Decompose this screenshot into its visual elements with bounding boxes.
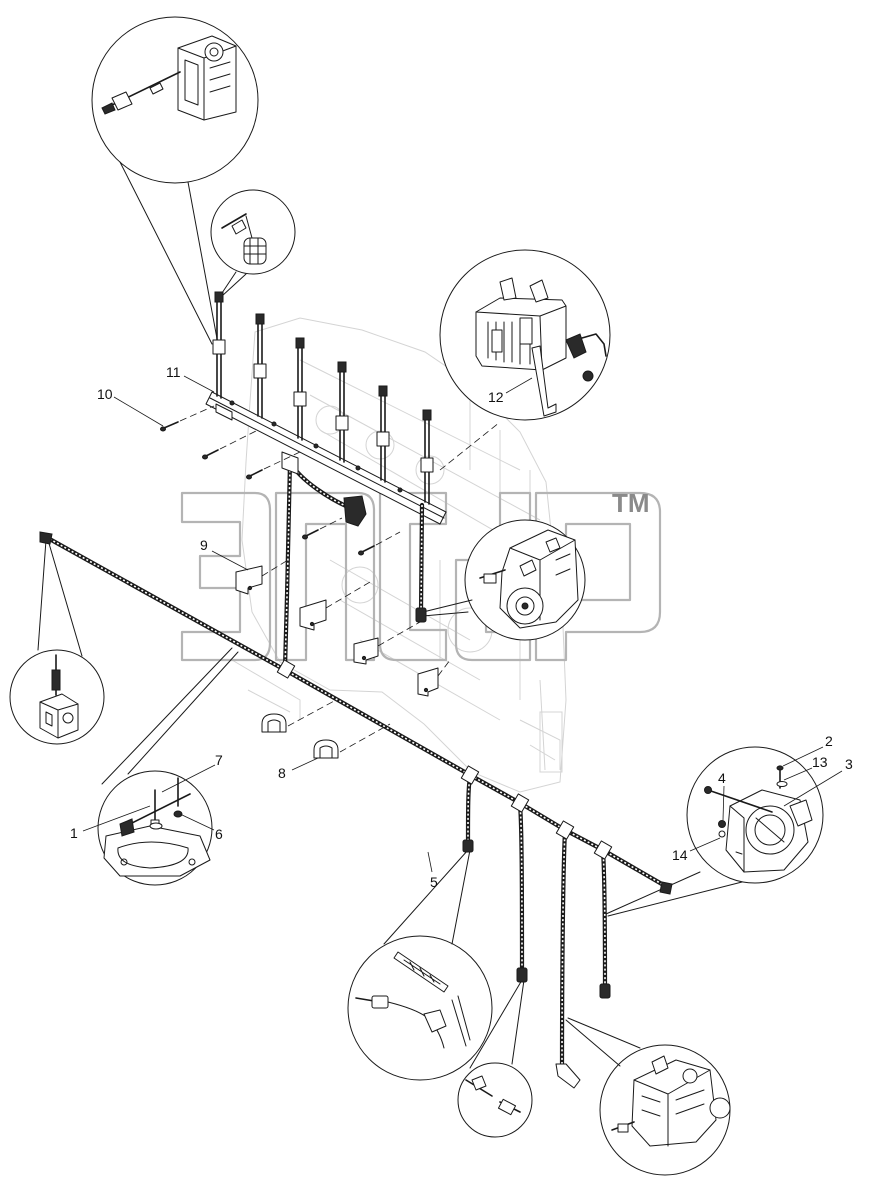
callout-1[interactable]: 1 — [70, 825, 78, 841]
callout-labels: 1 2 3 4 5 6 7 8 9 10 11 12 13 14 — [70, 364, 853, 890]
callout-6[interactable]: 6 — [215, 826, 223, 842]
harness-brackets — [235, 559, 451, 697]
detail-bubble-speed-sensor — [347, 935, 493, 1081]
callout-7[interactable]: 7 — [215, 752, 223, 768]
detail-bubble-left-sensor — [9, 649, 105, 745]
detail-bubble-head-sensor — [91, 16, 259, 184]
callout-14[interactable]: 14 — [672, 847, 688, 863]
detail-bubble-connector — [210, 189, 296, 275]
callout-4[interactable]: 4 — [718, 770, 726, 786]
detail-bubble-small-sensor — [457, 1062, 533, 1138]
fastener-bolts — [160, 405, 401, 556]
injector-lead — [293, 337, 307, 441]
detail-bubble-injection-pump — [464, 519, 586, 641]
callout-3[interactable]: 3 — [845, 756, 853, 772]
detail-bubble-fuel-pump — [599, 1044, 731, 1176]
callout-2[interactable]: 2 — [825, 733, 833, 749]
injector-lead — [253, 313, 267, 419]
harness-connectors — [39, 451, 673, 1089]
callout-5[interactable]: 5 — [430, 874, 438, 890]
harness-clips — [261, 699, 391, 759]
callout-12[interactable]: 12 — [488, 389, 504, 405]
callout-9[interactable]: 9 — [200, 537, 208, 553]
injector-rail-assembly — [205, 291, 447, 525]
callout-8[interactable]: 8 — [278, 765, 286, 781]
injector-lead — [212, 291, 226, 399]
detail-bubble-ecu — [439, 249, 611, 421]
detail-bubble-head-gasket — [97, 770, 213, 886]
callout-11[interactable]: 11 — [166, 364, 181, 380]
detail-bubble-throttle-body — [686, 746, 824, 884]
callout-13[interactable]: 13 — [812, 754, 828, 770]
bubble-leader-lines — [37, 161, 743, 1069]
injector-lead — [335, 361, 349, 463]
injector-lead — [420, 409, 434, 505]
injector-lead — [376, 385, 390, 483]
callout-10[interactable]: 10 — [97, 386, 113, 402]
watermark-trademark: TM — [612, 488, 650, 518]
callout-leaders — [82, 375, 843, 873]
